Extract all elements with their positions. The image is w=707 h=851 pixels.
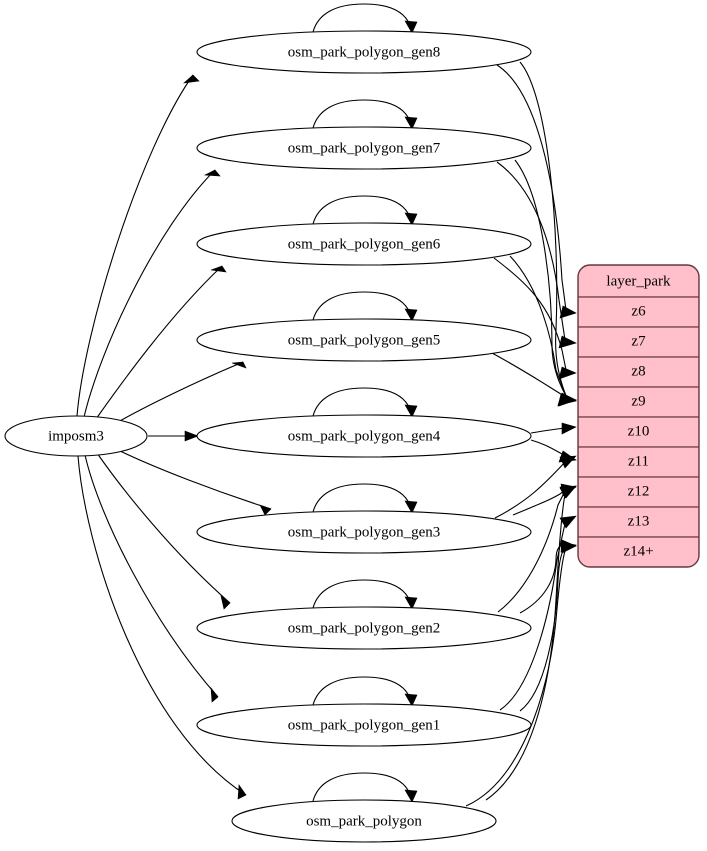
self-loop-gen7 <box>312 99 418 130</box>
edge-imposm3-to-gen8 <box>76 74 200 417</box>
node-imposm3[interactable]: imposm3 <box>4 415 148 457</box>
node-osm-park-polygon-gen4[interactable]: osm_park_polygon_gen4 <box>196 414 532 458</box>
edge-imposm3-to-gen4 <box>148 430 199 442</box>
edge-imposm3-to-base <box>77 455 247 800</box>
node-osm-park-polygon-gen6[interactable]: osm_park_polygon_gen6 <box>196 222 532 266</box>
edge-imposm3-to-gen5 <box>117 361 247 423</box>
node-osm-park-polygon-gen7[interactable]: osm_park_polygon_gen7 <box>196 126 532 170</box>
node-layer-park-table[interactable]: layer_park z6 z7 z8 z9 z10 z11 z12 z13 z… <box>577 264 700 568</box>
edge-base-to-z14 <box>465 541 577 807</box>
edge-gen5-to-z9 <box>491 352 577 406</box>
edge-group-source-to-polygons <box>76 74 272 800</box>
self-loop-gen5 <box>312 291 418 322</box>
node-osm-park-polygon-gen5[interactable]: osm_park_polygon_gen5 <box>196 318 532 362</box>
node-label-gen4: osm_park_polygon_gen4 <box>288 428 441 444</box>
edge-gen3-to-z11 <box>494 455 577 519</box>
self-loop-gen6 <box>312 195 418 226</box>
edge-gen6-to-z8 <box>493 257 577 380</box>
table-border <box>577 264 700 568</box>
table-row-z14p[interactable] <box>578 536 699 567</box>
table-row-label-z11: z11 <box>628 453 649 469</box>
edge-imposm3-to-gen1 <box>84 454 219 703</box>
node-osm-park-polygon-gen8[interactable]: osm_park_polygon_gen8 <box>196 30 532 74</box>
table-row-z10[interactable] <box>578 416 699 448</box>
node-label-gen3: osm_park_polygon_gen3 <box>288 524 440 540</box>
node-osm-park-polygon-gen1[interactable]: osm_park_polygon_gen1 <box>196 703 532 747</box>
table-row-label-z14p: z14+ <box>623 543 653 559</box>
edge-imposm3-to-gen3 <box>117 449 272 516</box>
self-loop-gen8 <box>312 3 418 34</box>
edge-base-to-z12 <box>485 483 577 801</box>
table-row-label-z13: z13 <box>628 513 650 529</box>
node-label-gen1: osm_park_polygon_gen1 <box>288 717 440 733</box>
table-row-label-z7: z7 <box>631 333 646 349</box>
table-row-z6[interactable] <box>578 296 699 328</box>
edge-gen8-to-z6 <box>496 64 577 319</box>
table-row-z11[interactable] <box>578 446 699 478</box>
edge-imposm3-to-gen7 <box>83 169 221 418</box>
edge-gen7-to-z7 <box>496 161 577 349</box>
table-row-z13[interactable] <box>578 506 699 538</box>
node-label-gen6: osm_park_polygon_gen6 <box>288 236 441 252</box>
self-loop-gen2 <box>312 579 418 610</box>
edge-imposm3-to-gen2 <box>96 452 231 610</box>
table-row-label-z8: z8 <box>631 363 645 379</box>
table-row-label-z6: z6 <box>631 303 646 319</box>
node-group-polygons: osm_park_polygon_gen8 osm_park_polygon_g… <box>196 30 532 843</box>
table-row-label-z9: z9 <box>631 393 645 409</box>
table-row-label-z12: z12 <box>628 483 650 499</box>
node-label-imposm3: imposm3 <box>48 428 104 444</box>
table-row-z12[interactable] <box>578 476 699 508</box>
edge-gen4-to-z10 <box>530 422 577 435</box>
table-row-z9[interactable] <box>578 386 699 418</box>
edge-imposm3-to-gen6 <box>95 265 227 420</box>
node-label-base: osm_park_polygon <box>306 813 422 829</box>
node-label-gen5: osm_park_polygon_gen5 <box>288 332 440 348</box>
self-loop-gen4 <box>312 387 418 418</box>
node-osm-park-polygon-gen2[interactable]: osm_park_polygon_gen2 <box>196 606 532 650</box>
table-header-label: layer_park <box>606 273 671 289</box>
edge-gen8-to-z9 <box>519 61 577 407</box>
self-loop-gen3 <box>312 483 418 514</box>
node-label-gen2: osm_park_polygon_gen2 <box>288 620 440 636</box>
node-label-gen7: osm_park_polygon_gen7 <box>288 140 441 156</box>
table-row-label-z10: z10 <box>628 423 650 439</box>
self-loop-base <box>312 772 418 803</box>
node-osm-park-polygon-base[interactable]: osm_park_polygon <box>231 799 497 843</box>
edge-gen1-to-z13 <box>499 515 577 711</box>
node-label-gen8: osm_park_polygon_gen8 <box>288 44 440 60</box>
node-osm-park-polygon-gen3[interactable]: osm_park_polygon_gen3 <box>196 510 532 554</box>
edge-group-polygons-to-table <box>465 61 577 807</box>
self-loop-gen1 <box>312 676 418 707</box>
edge-group-self-loops <box>312 3 418 803</box>
